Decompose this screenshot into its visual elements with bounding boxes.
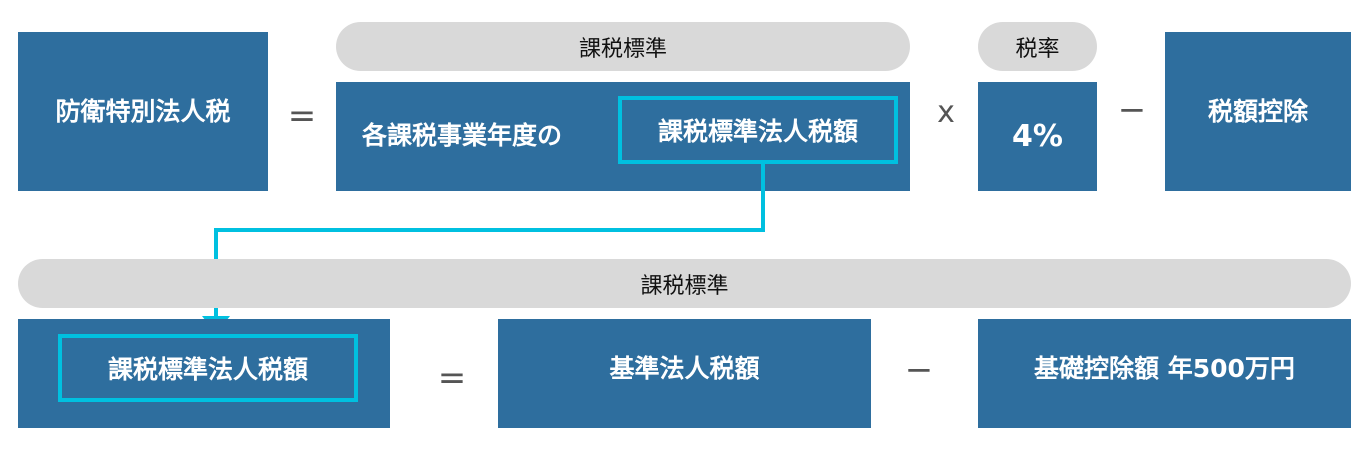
bottom-tax-base-pill-label: 課税標準 bbox=[640, 273, 729, 299]
tax-rate-value: 4% bbox=[1012, 119, 1063, 154]
tax-base-box: 各課税事業年度の bbox=[336, 82, 910, 191]
tax-rate-pill-label: 税率 bbox=[1015, 36, 1060, 62]
tax-base-corporate-tax-highlight: 課税標準法人税額 bbox=[618, 96, 898, 164]
bottom-tax-base-pill: 課税標準 bbox=[18, 259, 1351, 308]
standard-corporate-tax-label: 基準法人税額 bbox=[609, 354, 760, 383]
basic-deduction-label: 基礎控除額 年500万円 bbox=[1034, 354, 1295, 383]
tax-credit-label: 税額控除 bbox=[1207, 97, 1308, 126]
tax-base-pill-label: 課税標準 bbox=[578, 36, 667, 62]
tax-base-corporate-tax-label: 課税標準法人税額 bbox=[657, 117, 858, 146]
bottom-tax-base-corporate-tax-label: 課税標準法人税額 bbox=[107, 355, 308, 384]
tax-base-pill: 課税標準 bbox=[336, 22, 910, 71]
basic-deduction-box: 基礎控除額 年500万円 bbox=[978, 319, 1351, 428]
standard-corporate-tax-box: 基準法人税額 bbox=[498, 319, 871, 428]
tax-base-prefix: 各課税事業年度の bbox=[362, 121, 563, 150]
connector-line-down bbox=[761, 164, 765, 232]
tax-credit-box: 税額控除 bbox=[1165, 32, 1351, 191]
tax-rate-pill: 税率 bbox=[978, 22, 1097, 71]
bottom-minus-operator: − bbox=[904, 350, 934, 390]
connector-line-horizontal bbox=[214, 228, 765, 232]
minus-operator: − bbox=[1117, 90, 1147, 130]
tax-rate-box: 4% bbox=[978, 82, 1097, 191]
equals-operator: = bbox=[287, 96, 317, 136]
bottom-tax-base-corporate-tax-highlight: 課税標準法人税額 bbox=[58, 334, 358, 402]
defense-special-corporate-tax-box: 防衛特別法人税 bbox=[18, 32, 268, 191]
defense-special-corporate-tax-label: 防衛特別法人税 bbox=[55, 97, 231, 126]
bottom-equals-operator: = bbox=[437, 358, 467, 398]
multiply-operator: x bbox=[937, 94, 955, 130]
